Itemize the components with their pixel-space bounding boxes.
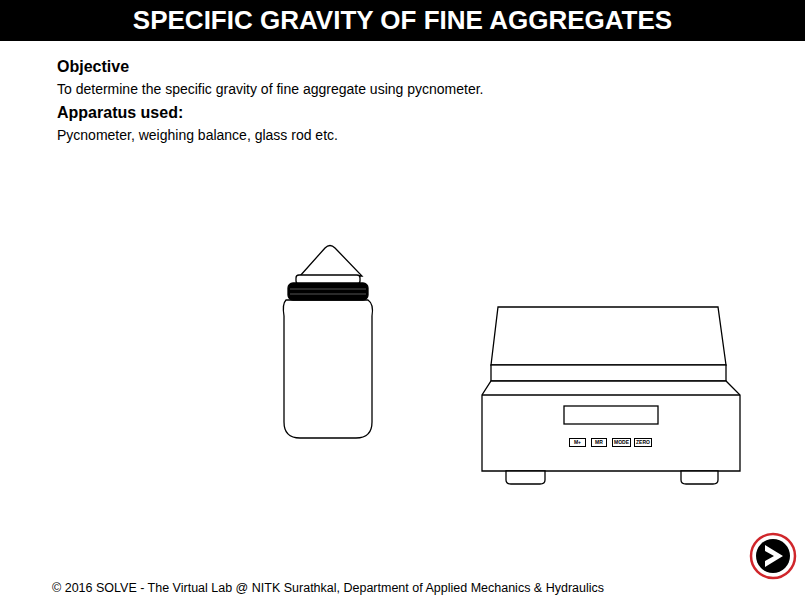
balance-button: M+: [569, 438, 586, 447]
pycnometer: [283, 246, 372, 439]
section-heading: Apparatus used:: [57, 103, 183, 122]
page-title: SPECIFIC GRAVITY OF FINE AGGREGATES: [0, 5, 805, 35]
balance-button: MR: [591, 438, 607, 447]
balance-button: MODE: [612, 438, 631, 447]
header-bar: [0, 0, 805, 41]
body-text: To determine the specific gravity of fin…: [57, 81, 483, 98]
footer-text: © 2016 SOLVE - The Virtual Lab @ NITK Su…: [52, 581, 604, 597]
body-text: Pycnometer, weighing balance, glass rod …: [57, 127, 338, 144]
button-label: ZERO: [636, 440, 650, 445]
weighing-balance: [482, 307, 740, 484]
button-label: MR: [595, 440, 603, 445]
button-label: MODE: [614, 440, 629, 445]
button-label: M+: [574, 440, 581, 445]
balance-button: ZERO: [634, 438, 652, 447]
section-heading: Objective: [57, 57, 129, 76]
next-button: [751, 534, 795, 578]
